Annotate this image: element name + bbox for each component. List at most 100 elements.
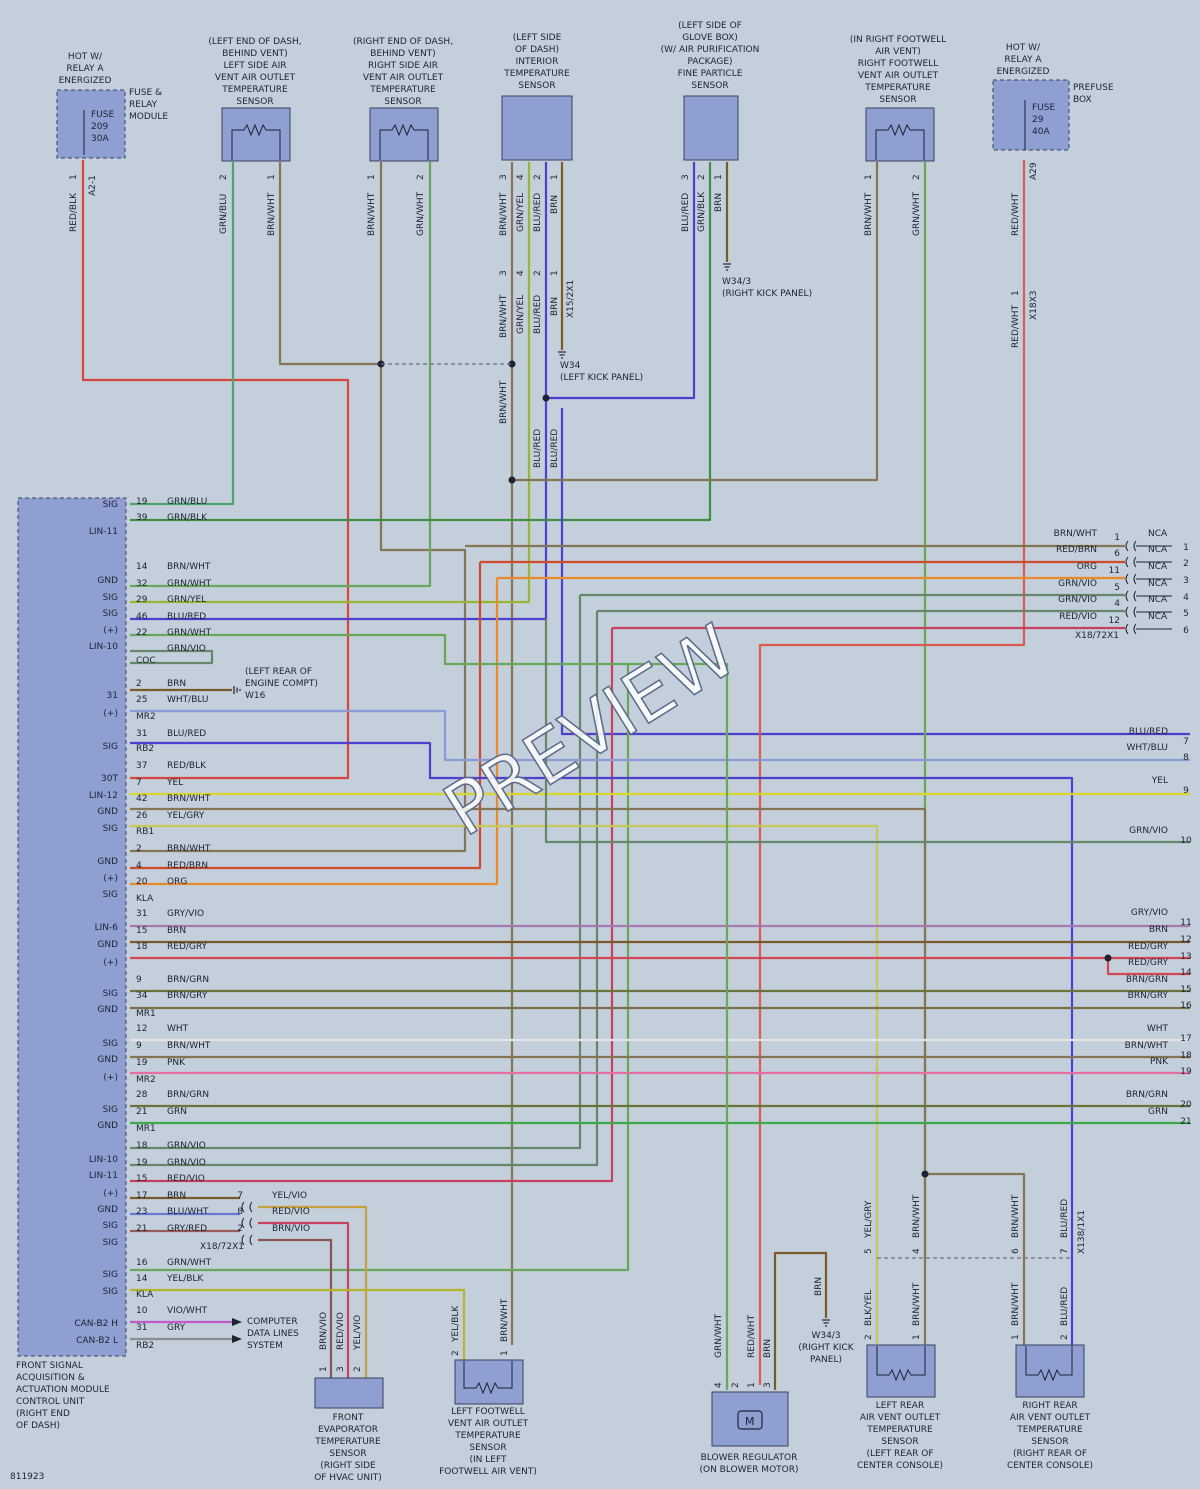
svg-text:BRN/WHT: BRN/WHT — [499, 380, 509, 424]
svg-text:FRONT SIGNAL: FRONT SIGNAL — [16, 1361, 83, 1371]
svg-text:ENERGIZED: ENERGIZED — [997, 67, 1050, 77]
svg-text:(LEFT SIDE OF: (LEFT SIDE OF — [678, 21, 742, 31]
svg-text:(LEFT REAR OF: (LEFT REAR OF — [245, 667, 312, 677]
svg-text:LEFT FOOTWELL: LEFT FOOTWELL — [451, 1407, 525, 1417]
svg-text:1: 1 — [1011, 1334, 1021, 1340]
wire-grn-blu — [130, 162, 235, 506]
module-signal-label: SIG — [103, 890, 118, 900]
svg-text:YEL/BLK: YEL/BLK — [451, 1305, 461, 1343]
module-pin-number: 23 — [136, 1207, 147, 1217]
x1872-pin-number: 2 — [237, 1224, 243, 1234]
connector-icon — [1125, 606, 1137, 618]
module-pin-number: 7 — [136, 778, 142, 788]
svg-text:CONTROL UNIT: CONTROL UNIT — [16, 1397, 85, 1407]
svg-text:(IN RIGHT FOOTWELL: (IN RIGHT FOOTWELL — [850, 35, 946, 45]
module-pin-number: 21 — [136, 1224, 147, 1234]
module-wire-color: GRN/VIO — [167, 644, 206, 654]
module-connector-id: MR1 — [136, 1009, 156, 1019]
splice-dot — [1104, 954, 1112, 962]
module-pin-number: 14 — [136, 562, 148, 572]
svg-text:BRN/WHT: BRN/WHT — [1011, 1194, 1021, 1238]
thermistor-icon — [379, 123, 429, 160]
svg-text:(RIGHT END: (RIGHT END — [16, 1409, 70, 1419]
evaporator-sensor — [314, 1377, 384, 1409]
module-wire-color: BRN/WHT — [167, 1041, 211, 1051]
nca-label: NCA — [1148, 595, 1168, 605]
svg-text:1: 1 — [864, 174, 874, 180]
svg-text:BRN/WHT: BRN/WHT — [912, 1194, 922, 1238]
connector-icon — [1125, 573, 1137, 585]
wire-yel-blk — [130, 1288, 466, 1360]
svg-text:SYSTEM: SYSTEM — [247, 1341, 283, 1351]
svg-text:ACQUISITION &: ACQUISITION & — [16, 1373, 85, 1383]
svg-text:GRN/WHT: GRN/WHT — [714, 1313, 724, 1358]
svg-text:(IN LEFT: (IN LEFT — [470, 1455, 507, 1465]
module-connector-id: MR2 — [136, 1075, 156, 1085]
module-wire-color: GRY — [167, 1323, 186, 1333]
svg-text:VENT AIR OUTLET: VENT AIR OUTLET — [215, 73, 296, 83]
ground-icon — [233, 686, 241, 694]
module-wire-color: RED/VIO — [167, 1174, 205, 1184]
module-wire-color: BLU/RED — [167, 612, 206, 622]
module-pin-number: 29 — [136, 595, 148, 605]
left-footwell-sensor — [454, 1359, 524, 1405]
module-signal-label: SIG — [103, 1238, 118, 1248]
svg-text:SENSOR: SENSOR — [469, 1443, 506, 1453]
svg-text:BRN/WHT: BRN/WHT — [912, 1282, 922, 1326]
module-signal-label: (+) — [103, 1189, 118, 1199]
fuse-relay-module — [56, 89, 126, 159]
svg-text:2: 2 — [353, 1366, 363, 1372]
thermistor-icon — [1025, 1346, 1073, 1382]
svg-text:FUSE: FUSE — [91, 110, 114, 120]
svg-text:M: M — [745, 1415, 755, 1428]
svg-text:6: 6 — [1011, 1248, 1021, 1254]
right-output-number: 7 — [1183, 737, 1189, 747]
module-pin-number: 18 — [136, 1141, 148, 1151]
wire-blu-red-fp — [546, 162, 696, 400]
thermistor-icon — [231, 123, 281, 160]
module-signal-label: GND — [97, 1205, 118, 1215]
svg-text:W34/3: W34/3 — [722, 277, 751, 287]
svg-text:HOT W/: HOT W/ — [68, 52, 103, 62]
thermistor-icon — [463, 1361, 513, 1395]
module-wire-color: VIO/WHT — [167, 1306, 208, 1316]
wire-red-blk — [81, 160, 350, 780]
module-wire-color: GRN/BLK — [167, 513, 208, 523]
module-wire-color: YEL/GRY — [166, 811, 205, 821]
right-output-number: 11 — [1180, 918, 1191, 928]
right-footwell-sensor — [865, 107, 935, 162]
module-signal-label: SIG — [103, 1270, 118, 1280]
connector-a29: A29 — [1029, 162, 1039, 180]
svg-text:2: 2 — [533, 270, 543, 276]
thermistor-icon — [875, 123, 925, 160]
module-connector-id: RB2 — [136, 1341, 154, 1351]
right-output-number: 14 — [1180, 968, 1192, 978]
right-output-number: 10 — [1180, 836, 1192, 846]
module-signal-label: GND — [97, 1121, 118, 1131]
connector-icon — [241, 1201, 253, 1213]
svg-text:3: 3 — [499, 174, 509, 180]
module-signal-label: SIG — [103, 1221, 118, 1231]
nca-pin-number: 1 — [1114, 533, 1120, 543]
connector-icon — [1125, 556, 1137, 568]
svg-text:MODULE: MODULE — [129, 112, 168, 122]
svg-text:BLU/RED: BLU/RED — [533, 193, 543, 232]
module-pin-number: 22 — [136, 628, 147, 638]
module-signal-label: SIG — [103, 824, 118, 834]
svg-text:TEMPERATURE: TEMPERATURE — [454, 1431, 521, 1441]
wire-brn-bl — [773, 1251, 828, 1390]
svg-text:TEMPERATURE: TEMPERATURE — [369, 85, 436, 95]
module-wire-color: ORG — [167, 877, 187, 887]
module-pin-number: 28 — [136, 1090, 148, 1100]
svg-text:FOOTWELL AIR VENT): FOOTWELL AIR VENT) — [439, 1467, 537, 1477]
wire-yel-gry — [130, 824, 879, 1345]
svg-text:BRN/WHT: BRN/WHT — [864, 192, 874, 236]
nca-output-number: 1 — [1183, 543, 1189, 553]
